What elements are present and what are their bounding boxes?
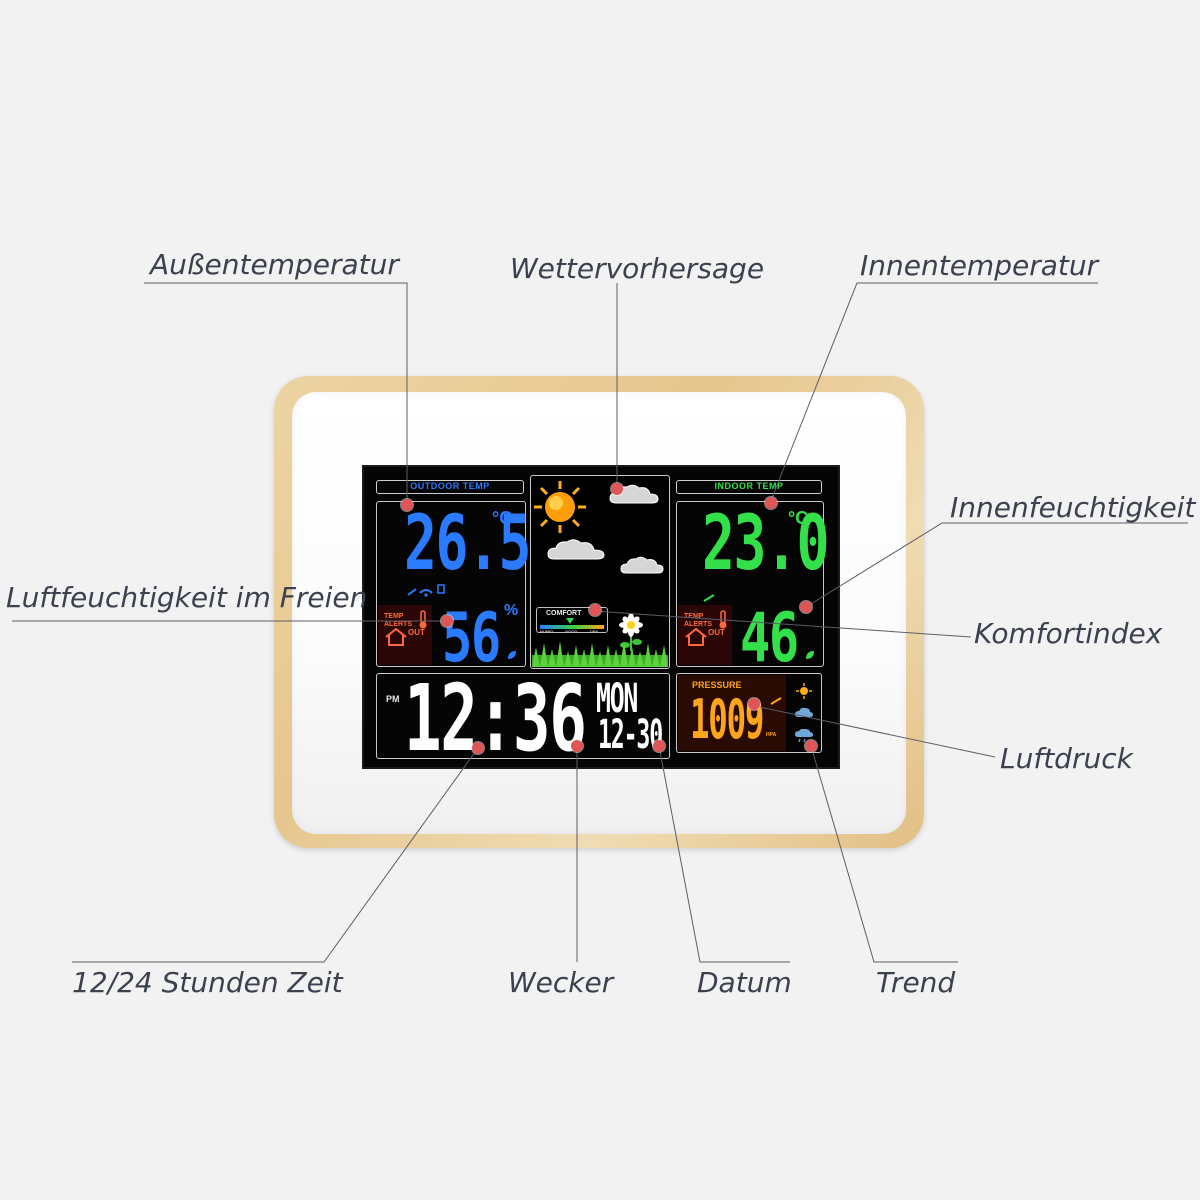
marker-outdoor-humidity <box>441 615 453 627</box>
lcd-screen: OUTDOOR TEMP 26.5 °C TEMP ALERTS OUT 56 … <box>362 465 840 769</box>
outdoor-humidity-value: 56 <box>442 599 501 678</box>
label-pressure: Luftdruck <box>1000 742 1133 775</box>
pressure-arrow-icon <box>770 697 782 705</box>
cloud-icon-right <box>620 556 664 574</box>
weekday: MON <box>596 676 638 722</box>
indoor-temp-value: 23.0 <box>702 498 829 587</box>
clock-time: 12:36 <box>404 665 587 769</box>
label-comfort: Komfortindex <box>974 617 1163 650</box>
outdoor-temp-value: 26.5 <box>404 498 531 587</box>
indoor-alert-line2: ALERTS <box>684 621 712 628</box>
trend-sun-icon <box>796 683 812 699</box>
marker-indoor-temp <box>765 497 777 509</box>
outdoor-temp-unit: °C <box>492 508 513 528</box>
marker-outdoor-temp <box>401 499 413 511</box>
outdoor-alert-line1: TEMP <box>384 613 404 620</box>
leaf-icon <box>508 651 516 659</box>
date-value: 12-30 <box>598 712 663 758</box>
house-icon <box>385 627 407 646</box>
marker-forecast <box>611 483 623 495</box>
outdoor-humidity-unit: % <box>504 602 519 619</box>
comfort-pointer-icon <box>566 618 574 624</box>
label-forecast: Wettervorhersage <box>510 252 765 285</box>
arrow-icon <box>703 594 715 602</box>
comfort-label: COMFORT <box>546 610 582 617</box>
outdoor-alert-line2: ALERTS <box>384 621 412 628</box>
indoor-header: INDOOR TEMP <box>676 480 822 494</box>
outdoor-header: OUTDOOR TEMP <box>376 480 524 494</box>
grass-icon <box>532 641 668 667</box>
label-clock: 12/24 Stunden Zeit <box>72 966 343 999</box>
label-date: Datum <box>697 966 792 999</box>
indoor-humidity-value: 46 <box>740 599 799 678</box>
pressure-unit: HPA <box>766 732 777 738</box>
house-icon <box>685 627 707 646</box>
marker-date <box>653 740 665 752</box>
flower-icon <box>619 613 643 651</box>
marker-alarm <box>571 740 583 752</box>
label-indoor-temp: Innentemperatur <box>860 249 1099 282</box>
comfort-scale-good: GOOD <box>565 629 578 634</box>
thermometer-icon <box>419 610 427 629</box>
marker-trend <box>805 740 817 752</box>
sun-icon <box>534 481 586 533</box>
pressure-panel <box>676 673 822 753</box>
pressure-label: PRESSURE <box>692 680 742 690</box>
comfort-scale-bar <box>540 625 604 629</box>
label-outdoor-temp: Außentemperatur <box>150 248 399 281</box>
indoor-alert-line1: TEMP <box>684 613 704 620</box>
label-outdoor-humidity: Luftfeuchtigkeit im Freien <box>6 581 368 614</box>
leaf-icon <box>806 651 814 659</box>
outdoor-alert-out: OUT <box>408 628 425 637</box>
indoor-alert-out: OUT <box>708 628 725 637</box>
thermometer-icon <box>719 610 727 629</box>
label-trend: Trend <box>876 966 956 999</box>
ampm-indicator: PM <box>386 694 400 704</box>
outdoor-panel <box>376 501 526 667</box>
label-alarm: Wecker <box>508 966 614 999</box>
comfort-indicator <box>536 607 608 633</box>
indoor-panel <box>676 501 824 667</box>
indoor-temp-unit: °C <box>788 508 809 528</box>
comfort-scale-dry: DRY <box>590 629 599 634</box>
pressure-backlight <box>678 675 786 751</box>
cloud-icon-middle <box>547 539 605 560</box>
label-indoor-humidity: Innenfeuchtigkeit <box>950 491 1196 524</box>
marker-indoor-humidity <box>800 601 812 613</box>
marker-pressure <box>748 698 760 710</box>
trend-cloud-icon <box>795 707 813 717</box>
clock-panel <box>376 673 670 759</box>
marker-comfort <box>589 604 601 616</box>
signal-icon <box>407 584 445 597</box>
comfort-scale-humid: HUMID <box>540 629 554 634</box>
trend-rain-icon <box>795 729 813 743</box>
marker-clock <box>472 742 484 754</box>
